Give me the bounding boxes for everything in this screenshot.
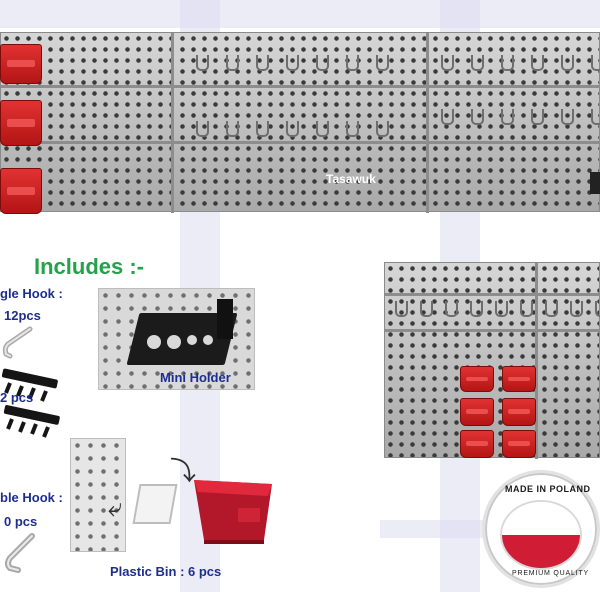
bin-clip-icon bbox=[132, 484, 178, 524]
pegboard-top bbox=[0, 32, 600, 213]
multi-hook-count: 2 pcs bbox=[0, 390, 34, 405]
red-bin-2 bbox=[502, 366, 536, 392]
double-hook-icon bbox=[0, 532, 40, 583]
watermark-bar-bottom bbox=[380, 520, 500, 538]
badge-flag bbox=[500, 500, 582, 570]
red-bin-1 bbox=[460, 366, 494, 392]
pegboard-right bbox=[384, 262, 600, 459]
plastic-bin-label: Plastic Bin : 6 pcs bbox=[110, 564, 222, 579]
badge-top-text: MADE IN POLAND bbox=[505, 484, 591, 494]
mini-holder-label: Mini Holder bbox=[160, 370, 231, 385]
red-bin-3 bbox=[460, 398, 494, 426]
arrow-icon: ⤶ bbox=[108, 492, 123, 522]
multi-hook-icon bbox=[0, 366, 64, 445]
plastic-bin-icon bbox=[190, 474, 280, 551]
red-bin-6 bbox=[502, 430, 536, 458]
badge-bottom-text: PREMIUM QUALITY bbox=[512, 570, 589, 577]
red-bin-5 bbox=[460, 430, 494, 458]
dark-bracket bbox=[590, 172, 600, 194]
red-bin-top-1 bbox=[0, 44, 42, 84]
bin-panel-photo bbox=[70, 438, 126, 552]
red-bin-top-2 bbox=[0, 100, 42, 146]
red-bin-4 bbox=[502, 398, 536, 426]
single-hook-count: 12pcs bbox=[4, 308, 41, 323]
double-hook-label: ble Hook : bbox=[0, 490, 63, 505]
red-bin-top-3 bbox=[0, 168, 42, 214]
includes-title: Includes :- bbox=[34, 254, 145, 279]
arrow-icon: ⤵ bbox=[170, 456, 197, 486]
single-hook-icon bbox=[0, 326, 36, 365]
mini-holder-photo bbox=[98, 288, 255, 390]
watermark-bar-top bbox=[0, 0, 600, 28]
watermark-brand: Tasawuk bbox=[326, 172, 376, 186]
double-hook-count: 0 pcs bbox=[4, 514, 38, 529]
single-hook-label: gle Hook : bbox=[0, 286, 63, 301]
